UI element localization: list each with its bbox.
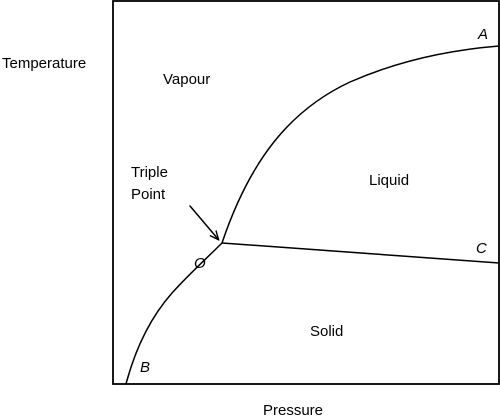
fusion-line-OC: [221, 242, 500, 264]
triple-point-arrow: [189, 205, 218, 239]
point-label-a: A: [477, 26, 488, 43]
region-label-liquid: Liquid: [369, 172, 409, 189]
region-label-solid: Solid: [310, 323, 343, 340]
triple-point-label-line2: Point: [131, 186, 166, 203]
point-label-b: B: [140, 359, 150, 376]
vaporization-curve-OA: [221, 45, 500, 244]
point-label-o: O: [194, 255, 206, 272]
y-axis-label: Temperature: [2, 55, 86, 72]
plot-frame: [112, 0, 500, 385]
region-label-vapour: Vapour: [163, 71, 210, 88]
sublimation-curve-BO: [125, 242, 223, 385]
x-axis-label: Pressure: [263, 402, 323, 419]
triple-point-label-line1: Triple: [131, 164, 168, 181]
point-label-c: C: [476, 240, 487, 257]
